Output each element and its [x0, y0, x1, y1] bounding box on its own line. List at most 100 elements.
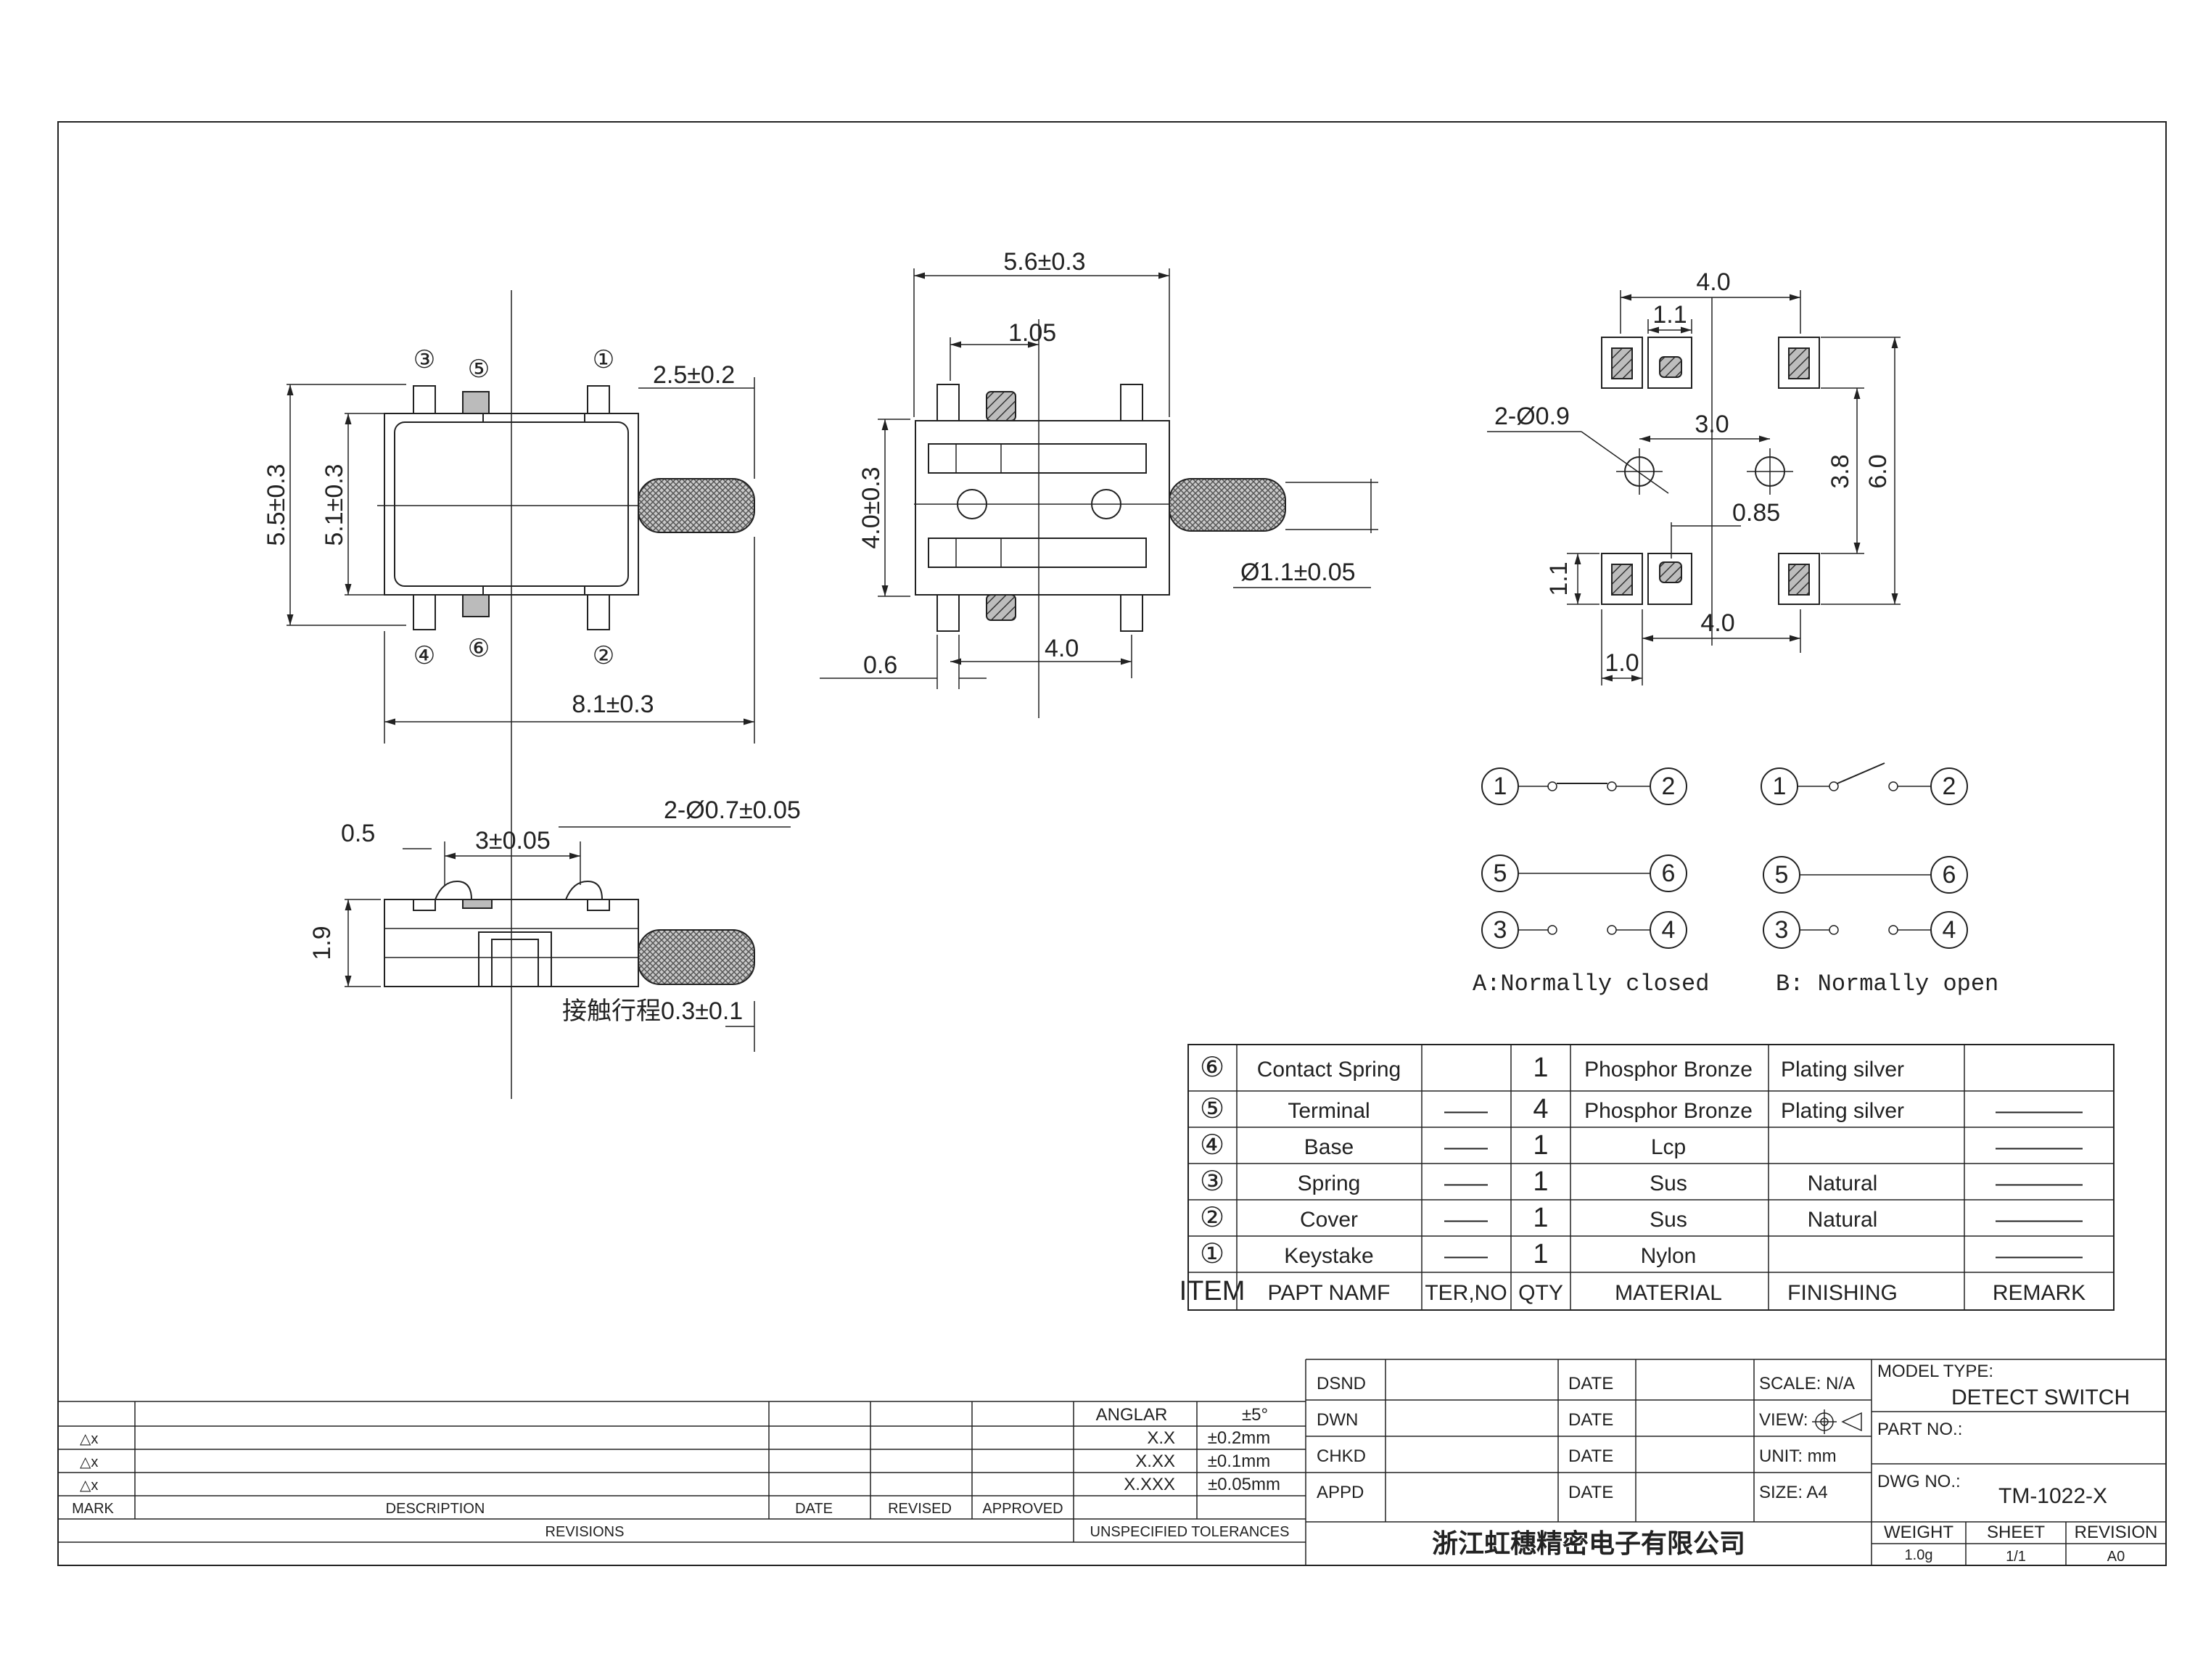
bom-row-4-item: ③	[1200, 1166, 1224, 1197]
revisions-block: △x △x △x MARK DESCRIPTION DATE REVISED A…	[58, 1359, 1306, 1565]
tb-weight: 1.0g	[1905, 1547, 1933, 1563]
tb-sheet: 1/1	[2006, 1549, 2026, 1565]
bom-header-qty: QTY	[1518, 1281, 1563, 1305]
tolerances-title: UNSPECIFIED TOLERANCES	[1090, 1524, 1290, 1540]
tb-part-no-label: PART NO.:	[1877, 1420, 1962, 1439]
bom-row-3-qty: 1	[1533, 1130, 1548, 1161]
dim-posts: 2-Ø0.7±0.05	[664, 796, 801, 824]
tol-xxx-label: X.XX	[1135, 1452, 1175, 1471]
dim-lp-60: 6.0	[1864, 454, 1892, 488]
dim-lp-holes: 2-Ø0.9	[1494, 403, 1570, 430]
tb-date-3: DATE	[1568, 1446, 1613, 1466]
nc-3: 3	[1494, 916, 1507, 944]
pin-1-label: ①	[593, 346, 614, 374]
bom-row-4-material: Sus	[1650, 1172, 1687, 1195]
dim-height-outer: 5.5±0.3	[263, 464, 290, 545]
dim-3: 3±0.05	[475, 827, 551, 855]
bom-row-1-finishing: Plating silver	[1781, 1058, 1904, 1082]
tb-revision: A0	[2107, 1549, 2125, 1565]
pin-3-label: ③	[413, 346, 435, 374]
bom-row-1-item: ⑥	[1200, 1053, 1224, 1083]
tol-xxxx-label: X.XXX	[1124, 1475, 1175, 1494]
bom-row-4-finishing: Natural	[1808, 1172, 1878, 1195]
dim-lp-bottom-w: 4.0	[1700, 609, 1734, 637]
pin-4-label: ④	[413, 642, 435, 670]
rev-header-date: DATE	[795, 1501, 833, 1517]
dim-stem-dia: Ø1.1±0.05	[1240, 559, 1356, 586]
tb-chkd: CHKD	[1317, 1446, 1366, 1466]
bom-row-4-qty: 1	[1533, 1166, 1548, 1197]
nc-2: 2	[1662, 773, 1676, 800]
bom-row-2-qty: 4	[1533, 1094, 1548, 1124]
tb-date-2: DATE	[1568, 1410, 1613, 1430]
bom-row-5-item: ②	[1200, 1203, 1224, 1233]
side-view: 0.5 3±0.05 2-Ø0.7±0.05 1.9 接触行程0.3±0.1	[308, 796, 801, 1052]
top-view: 2.5±0.2 5.5±0.3 5.1±0.3 8.1±0.3 ③ ⑤ ① ④ …	[263, 290, 755, 1099]
no-6: 6	[1943, 861, 1956, 889]
no-2: 2	[1943, 773, 1956, 800]
bom-row-5-name: Cover	[1300, 1208, 1358, 1232]
bom-header-material: MATERIAL	[1615, 1281, 1722, 1305]
bom-row-3-remark: ————	[1996, 1135, 2083, 1159]
nc-6: 6	[1662, 860, 1676, 887]
no-5: 5	[1775, 861, 1789, 889]
tb-sheet-label: SHEET	[1987, 1523, 2045, 1542]
bom-row-3-material: Lcp	[1651, 1135, 1686, 1159]
tb-appd: APPD	[1317, 1483, 1364, 1502]
rev-header-approved: APPROVED	[982, 1501, 1063, 1517]
tb-date-1: DATE	[1568, 1374, 1613, 1393]
bom-header-name: PAPT NAMF	[1268, 1281, 1391, 1305]
caption-normally-open: B: Normally open	[1776, 971, 1998, 997]
dim-front-pitch: 4.0	[1045, 635, 1079, 662]
bom-row-2-remark: ————	[1996, 1099, 2083, 1123]
dim-lp-hole-pitch: 3.0	[1695, 411, 1729, 438]
tb-model-type-label: MODEL TYPE:	[1877, 1362, 1993, 1381]
dim-front-offset: 1.05	[1008, 319, 1056, 347]
tol-xxx-value: ±0.1mm	[1208, 1452, 1271, 1471]
rev-mark-1: △x	[80, 1431, 98, 1447]
circuit-normally-open: 1 2 5 6 3 4 B: Normally open	[1761, 762, 1998, 997]
dim-front-height: 4.0±0.3	[857, 466, 885, 548]
tol-anglar-value: ±5°	[1242, 1405, 1268, 1425]
bom-row-3-item: ④	[1200, 1130, 1224, 1161]
rev-header-revised: REVISED	[888, 1501, 952, 1517]
dim-stem: 2.5±0.2	[653, 361, 735, 389]
tb-dwg-no: TM-1022-X	[1998, 1484, 2107, 1508]
nc-1: 1	[1494, 773, 1507, 800]
bom-row-2-finishing: Plating silver	[1781, 1099, 1904, 1123]
tb-scale: SCALE: N/A	[1759, 1374, 1855, 1393]
nc-5: 5	[1494, 860, 1507, 887]
pin-2-label: ②	[593, 642, 614, 670]
bom-row-1-material: Phosphor Bronze	[1584, 1058, 1753, 1082]
tb-model-type: DETECT SWITCH	[1951, 1385, 2130, 1409]
bom-header-item: ITEM	[1179, 1276, 1246, 1306]
bom-row-2-item: ⑤	[1200, 1094, 1224, 1124]
no-4: 4	[1943, 916, 1956, 944]
bom-row-6-material: Nylon	[1641, 1244, 1697, 1268]
front-view: 5.6±0.3 1.05 4.0±0.3 Ø1.1±0.05 0.6 4.0	[820, 248, 1378, 718]
pin-6-label: ⑥	[468, 635, 490, 662]
bom-row-5-finishing: Natural	[1808, 1208, 1878, 1232]
dim-travel: 接触行程0.3±0.1	[562, 997, 743, 1025]
title-block: DSND DWN CHKD APPD DATE DATE DATE DATE S…	[1306, 1359, 2166, 1565]
tol-xx-value: ±0.2mm	[1208, 1428, 1271, 1448]
bom-row-5-ter: ——	[1444, 1208, 1488, 1232]
tol-xxxx-value: ±0.05mm	[1208, 1475, 1280, 1494]
circuit-diagrams: 1 2 5 6 3 4 A:Normally closed	[1473, 762, 1998, 997]
nc-4: 4	[1662, 916, 1676, 944]
rev-mark-2: △x	[80, 1454, 98, 1470]
tb-view: VIEW:	[1759, 1410, 1808, 1430]
bom-row-1-qty: 1	[1533, 1053, 1548, 1083]
bom-row-6-remark: ————	[1996, 1244, 2083, 1268]
tol-anglar-label: ANGLAR	[1096, 1405, 1168, 1425]
no-1: 1	[1773, 773, 1787, 800]
dim-width: 8.1±0.3	[572, 691, 654, 718]
rev-header-description: DESCRIPTION	[386, 1501, 485, 1517]
dim-lp-pad-h: 1.1	[1545, 561, 1573, 596]
bom-row-5-qty: 1	[1533, 1203, 1548, 1233]
dim-front-pad: 0.6	[863, 651, 897, 679]
rev-header-mark: MARK	[72, 1501, 114, 1517]
bom-row-5-material: Sus	[1650, 1208, 1687, 1232]
bom-row-6-name: Keystake	[1284, 1244, 1373, 1268]
